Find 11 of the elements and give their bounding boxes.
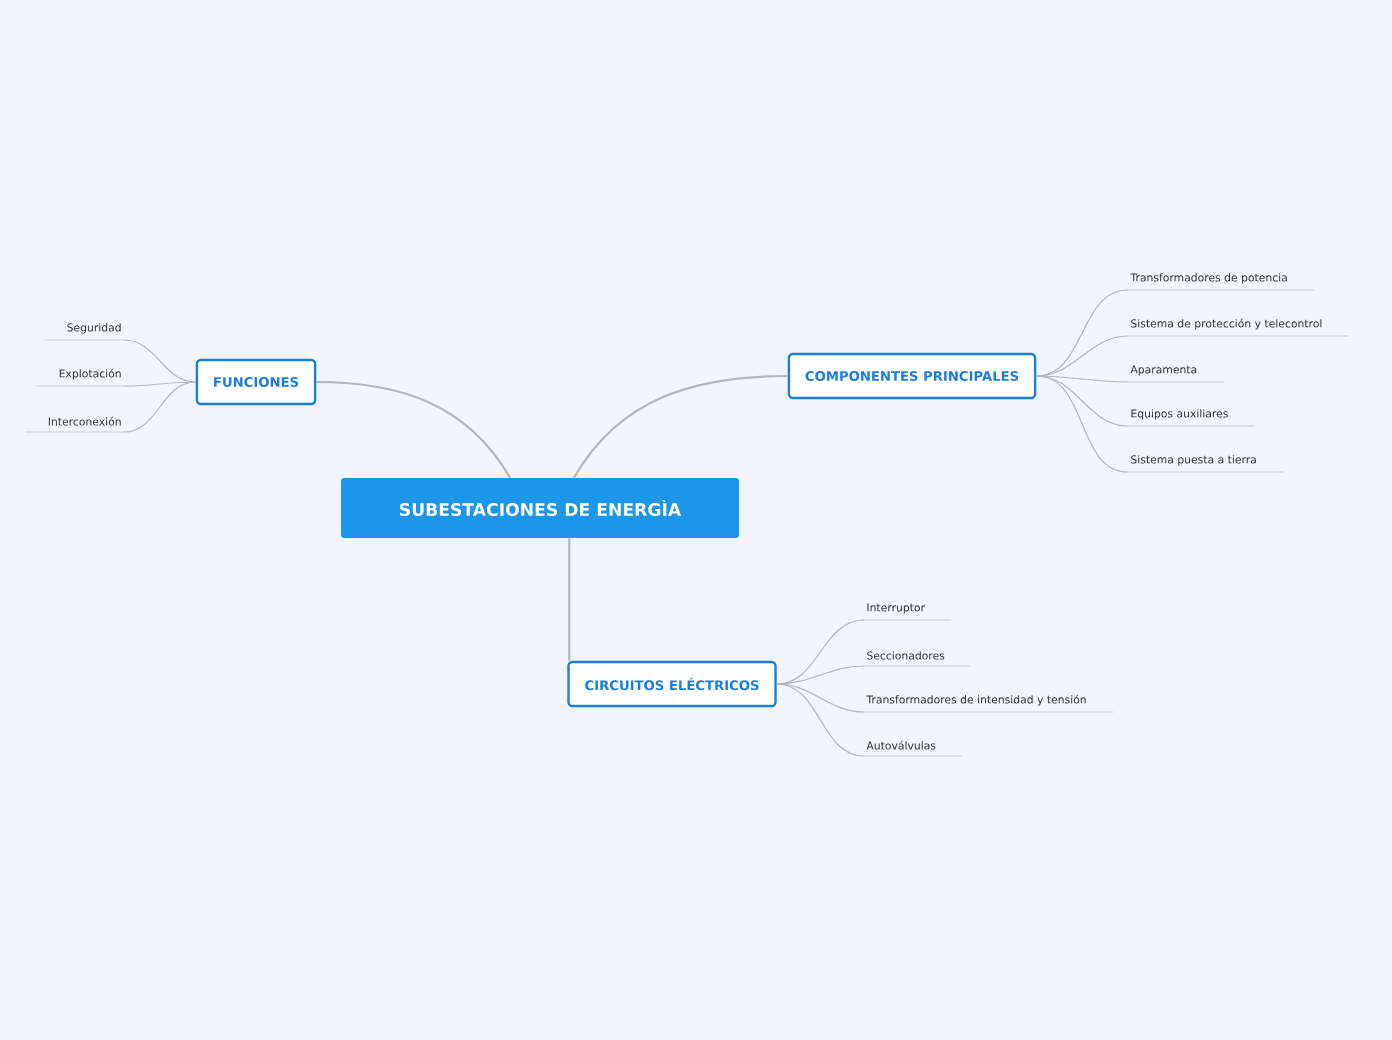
connector bbox=[123, 381, 197, 387]
connector bbox=[123, 381, 197, 433]
connector bbox=[1035, 375, 1129, 473]
connector bbox=[316, 380, 511, 479]
connector bbox=[568, 538, 571, 661]
connector bbox=[776, 665, 865, 685]
connector bbox=[776, 683, 865, 757]
topic-box: SUBESTACIONES DE ENERGÌA bbox=[341, 478, 739, 538]
connector bbox=[573, 374, 788, 479]
connector bbox=[1035, 375, 1129, 383]
connector bbox=[776, 683, 865, 713]
